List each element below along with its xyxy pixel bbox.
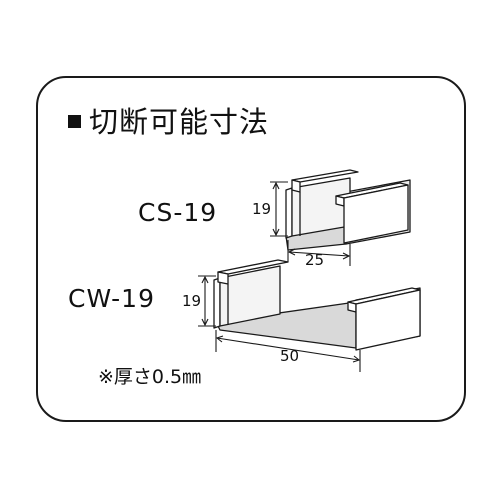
cw19-label: CW-19: [68, 284, 155, 313]
cw19-width-dimension: [215, 330, 361, 372]
cs19-profile: [285, 169, 411, 251]
cs19-height-dimension: [270, 181, 288, 237]
heading-text: 切断可能寸法: [89, 105, 270, 139]
cw19-profile: [213, 259, 421, 351]
cw19-width-text: 50: [280, 347, 299, 365]
thickness-note: ※厚さ0.5㎜: [98, 366, 202, 388]
cs19-width-dimension: [287, 240, 351, 266]
spec-panel: [36, 76, 466, 422]
cw19-height-dimension: [198, 275, 216, 327]
cs19-label: CS-19: [138, 198, 218, 227]
cs19-height-text: 19: [252, 200, 271, 218]
cs19-width-text: 25: [305, 251, 324, 269]
square-bullet-icon: [68, 115, 81, 128]
cw19-height-text: 19: [182, 292, 201, 310]
section-heading: 切断可能寸法: [68, 106, 269, 138]
